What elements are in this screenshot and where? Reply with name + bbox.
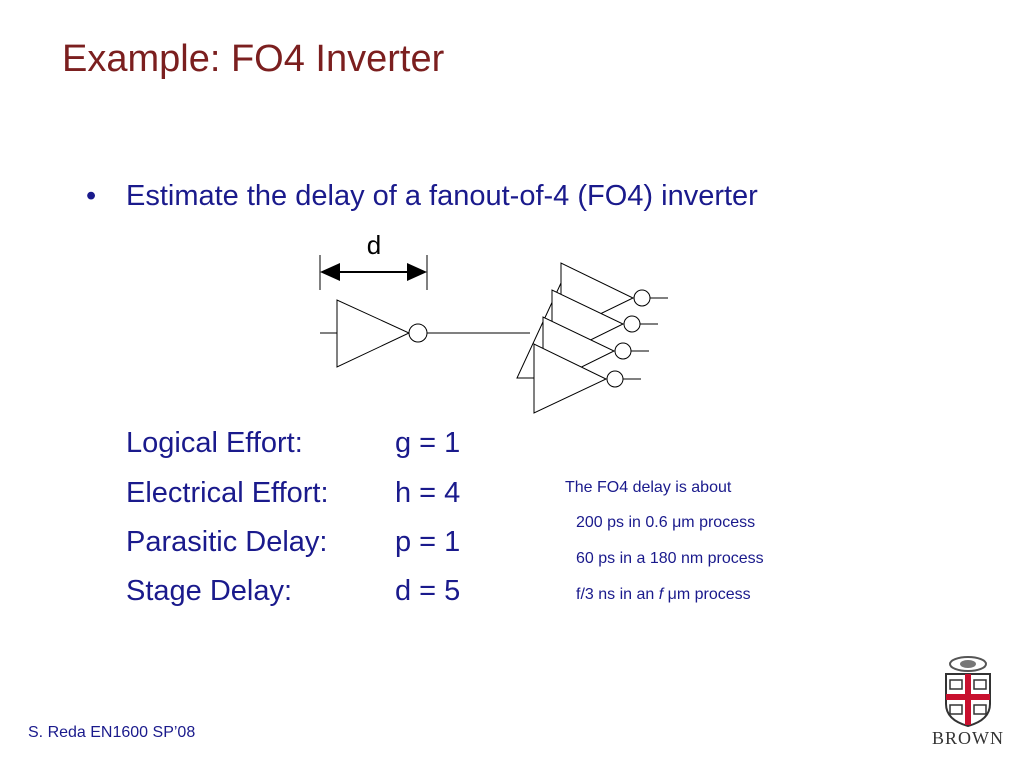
bullet-item: • Estimate the delay of a fanout-of-4 (FO… xyxy=(86,180,758,213)
slide-footer: S. Reda EN1600 SP’08 xyxy=(28,724,196,741)
brown-university-shield-icon xyxy=(945,656,991,728)
parasitic-delay-label: Parasitic Delay: xyxy=(126,526,328,558)
delay-arrowhead-left xyxy=(320,263,340,281)
electrical-effort-value: h = 4 xyxy=(395,477,461,509)
logical-effort-label: Logical Effort: xyxy=(126,427,303,459)
fanout-bus xyxy=(516,282,562,379)
driver-inverter xyxy=(336,299,411,368)
stage-delay-label: Stage Delay: xyxy=(126,575,293,607)
brown-logo: BROWN xyxy=(920,654,1016,754)
fo4-note-line-3-italic: f xyxy=(658,586,664,603)
electrical-effort-label: Electrical Effort: xyxy=(126,477,329,509)
load-inverter-4 xyxy=(533,343,641,414)
delay-label: d xyxy=(367,230,381,260)
fo4-note-line-3-suffix: μm process xyxy=(663,586,751,603)
fo4-note-line-3-prefix: f/3 ns in an xyxy=(576,586,659,603)
driver-bubble xyxy=(408,323,428,343)
delay-arrowhead-right xyxy=(407,263,427,281)
parasitic-delay-value: p = 1 xyxy=(395,526,461,558)
fo4-note-line-2: 60 ps in a 180 nm process xyxy=(576,550,764,567)
fo4-note-line-3: f/3 ns in an f μm process xyxy=(576,586,751,604)
stage-delay-value: d = 5 xyxy=(395,575,461,607)
logical-effort-value: g = 1 xyxy=(395,427,461,459)
brown-wordmark: BROWN xyxy=(932,728,1004,748)
fo4-note-heading: The FO4 delay is about xyxy=(565,479,732,496)
bullet-marker: • xyxy=(86,180,97,212)
slide-title: Example: FO4 Inverter xyxy=(62,38,445,80)
bullet-text: Estimate the delay of a fanout-of-4 (FO4… xyxy=(126,180,758,212)
fo4-note-line-1: 200 ps in 0.6 μm process xyxy=(576,514,756,531)
